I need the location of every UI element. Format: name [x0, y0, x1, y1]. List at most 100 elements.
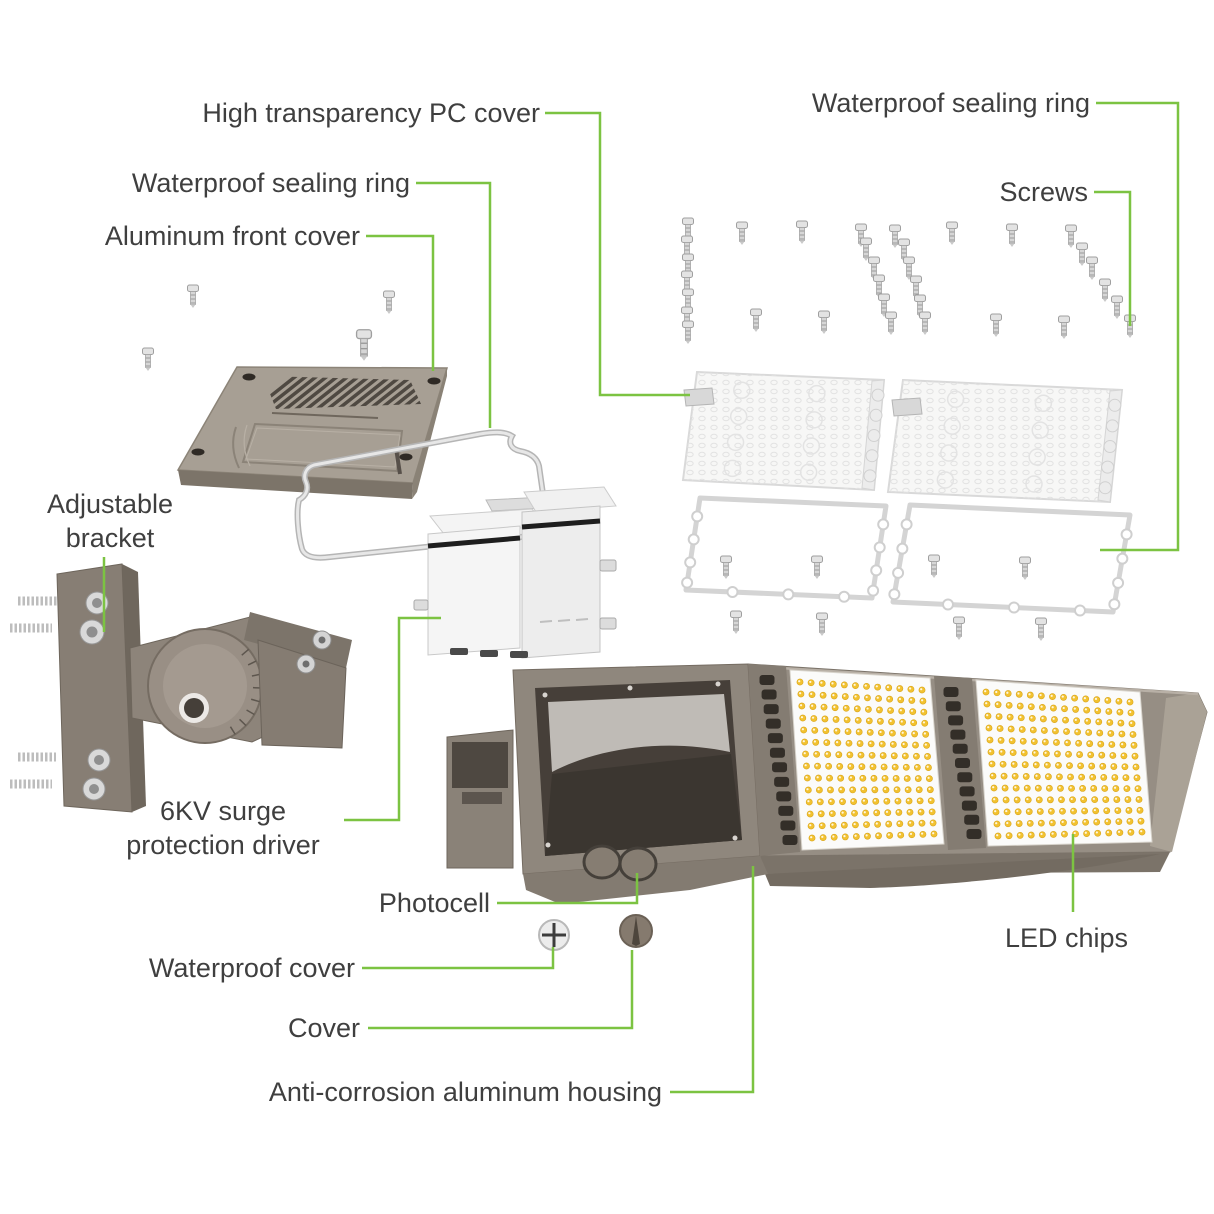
led-chip [812, 738, 820, 746]
led-chip [874, 683, 882, 691]
led-chip [1087, 751, 1095, 759]
leader-sealing-ring-right [1096, 101, 1180, 552]
led-chip [1042, 750, 1050, 758]
screw-icon [811, 555, 823, 579]
led-chip [1003, 808, 1011, 816]
rail-hole [767, 733, 783, 744]
rail-hole [961, 800, 977, 811]
led-chip [841, 833, 849, 841]
led-chip [896, 820, 904, 828]
led-chip [868, 751, 876, 759]
led-chip [867, 740, 875, 748]
led-chip [1004, 820, 1012, 828]
led-chip [1093, 818, 1101, 826]
led-chip [1059, 807, 1066, 815]
led-chip [988, 760, 996, 768]
label-front-cover: Aluminum front cover [104, 221, 360, 251]
led-chip [1048, 819, 1056, 827]
led-chip [982, 688, 990, 696]
led-chip [1015, 820, 1023, 827]
led-chip [917, 808, 925, 816]
vent-slot [263, 376, 298, 409]
led-chip [818, 822, 826, 830]
led-chip [1056, 773, 1063, 781]
led-chip [1082, 818, 1090, 826]
ring-bump [687, 533, 700, 546]
led-chip [901, 752, 909, 760]
led-chip [1127, 828, 1135, 836]
label-bracket: Adjustable bracket [46, 489, 174, 553]
screw-icon [919, 311, 931, 335]
led-chip [811, 726, 819, 734]
led-chip [1052, 727, 1059, 735]
led-chip [1033, 773, 1041, 780]
leader-cover [368, 950, 634, 1030]
screw-icon [142, 347, 154, 371]
rail-hole [957, 772, 973, 783]
pc-cover-right-part [886, 378, 1124, 504]
led-chip [882, 786, 890, 794]
lens-bumps [723, 381, 826, 482]
led-chip [819, 691, 827, 699]
screw-icon [720, 555, 732, 579]
led-chip [815, 774, 822, 782]
led-chip [849, 786, 857, 794]
led-chip [1068, 784, 1075, 792]
led-chip [1017, 714, 1025, 722]
led-chip [923, 741, 931, 749]
led-chip [1051, 716, 1058, 723]
led-chip [1089, 773, 1097, 781]
label-sealing-ring-right: Waterproof sealing ring [811, 88, 1090, 118]
screw-icon [383, 290, 395, 314]
led-chip [1131, 752, 1139, 760]
led-chip [1069, 796, 1076, 804]
led-chip [1095, 718, 1103, 726]
led-chip [983, 700, 991, 708]
label-waterproof-cover: Waterproof cover [148, 953, 355, 983]
led-chip [1091, 796, 1099, 804]
led-chip [926, 786, 934, 794]
adjustable-bracket-part [10, 563, 352, 813]
lens-bump [1034, 394, 1053, 413]
lens-bump [808, 384, 826, 403]
led-chip [993, 820, 1001, 828]
angle-tick [246, 709, 255, 716]
led-chip [991, 796, 999, 804]
led-chip [878, 740, 886, 748]
led-chip [1049, 693, 1056, 701]
led-chip [1105, 708, 1113, 715]
ring-bump [691, 510, 704, 523]
led-chip [813, 750, 821, 758]
rail-hole [964, 814, 980, 825]
led-chip [920, 708, 928, 716]
rail-hole [763, 704, 779, 715]
led-chip [1126, 698, 1134, 706]
led-chip [819, 834, 827, 842]
led-chip [921, 719, 929, 727]
led-chip [844, 728, 852, 735]
screw-icon [946, 221, 958, 245]
led-chip [1106, 719, 1114, 726]
label-photocell: Photocell [378, 888, 490, 918]
led-chip [918, 686, 926, 694]
led-chip [1096, 729, 1104, 737]
led-chip [874, 820, 882, 828]
led-chip [1116, 708, 1124, 716]
angle-tick [229, 726, 236, 735]
rail-hole [950, 729, 966, 740]
led-chip [1037, 819, 1045, 827]
rail-hole [782, 835, 798, 845]
led-chip [848, 774, 856, 782]
led-chip [889, 729, 896, 737]
led-board-left [789, 669, 945, 851]
led-chip [1004, 690, 1012, 697]
led-chip [1086, 740, 1094, 748]
screw-icon [990, 313, 1002, 337]
led-chip [825, 762, 833, 770]
led-chip [820, 703, 828, 711]
led-chip [801, 738, 809, 746]
heatsink-rail-holes [759, 675, 798, 845]
led-chip [897, 831, 905, 839]
